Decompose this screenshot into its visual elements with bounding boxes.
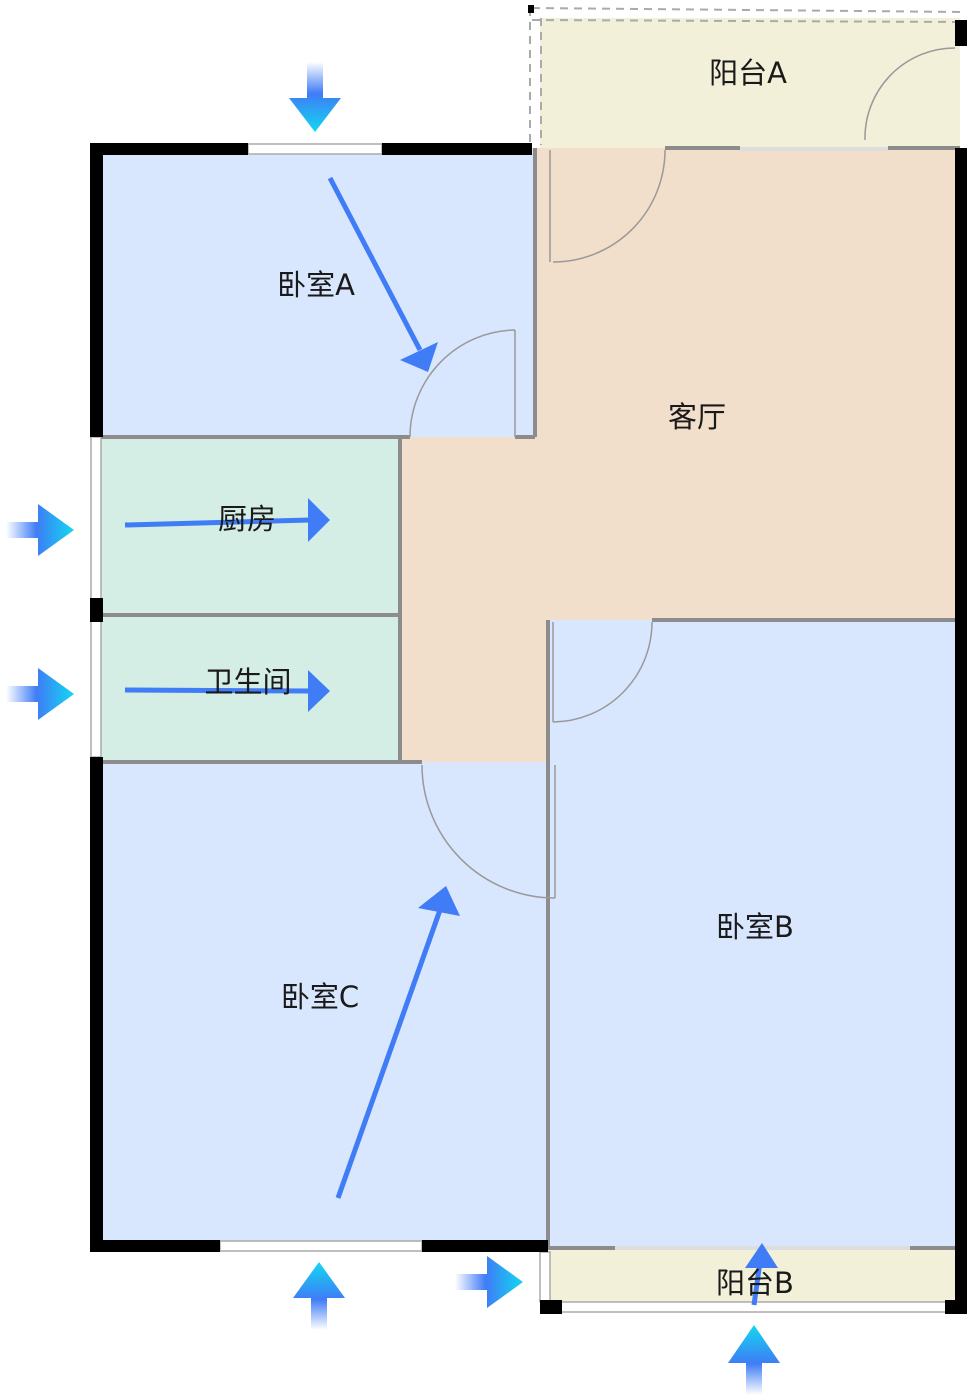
label-living-room: 客厅: [667, 400, 727, 434]
airflow-arrowhead-icon: [308, 670, 330, 712]
label-balcony-b: 阳台B: [716, 1266, 794, 1300]
room-bedroom-c: [97, 762, 548, 1248]
airflow-arrow-icon: [289, 62, 341, 132]
label-bedroom-a: 卧室A: [277, 268, 355, 302]
airflow-line-kitchen: [124, 517, 311, 528]
label-balcony-a: 阳台A: [709, 56, 787, 90]
airflow-arrow-icon: [293, 1262, 345, 1330]
label-kitchen: 厨房: [217, 502, 277, 536]
airflow-line-balcony-b: [751, 1261, 763, 1306]
airflow-arrowhead-icon: [745, 1243, 778, 1268]
room-living: [400, 148, 960, 762]
airflow-arrow-icon: [728, 1325, 780, 1395]
door-swing-icon: [409, 47, 956, 899]
exterior-walls: [90, 5, 967, 1314]
interior-walls: [97, 146, 960, 1250]
airflow-arrow-icon: [455, 1256, 523, 1308]
balcony-a-railing: [529, 7, 966, 145]
airflow-line-bathroom: [124, 687, 311, 694]
room-bedroom-a: [97, 148, 535, 437]
airflow-line-bedroom-a: [327, 176, 423, 352]
label-bedroom-b: 卧室B: [716, 910, 794, 944]
room-balcony-a: [540, 18, 960, 148]
airflow-arrowhead-icon: [400, 342, 438, 372]
airflow-line-bedroom-c: [335, 909, 443, 1199]
airflow-arrow-icon: [6, 504, 74, 556]
label-bathroom: 卫生间: [204, 665, 292, 699]
airflow-arrow-icon: [6, 668, 74, 720]
airflow-paths: [124, 176, 778, 1306]
label-bedroom-c: 卧室C: [280, 980, 360, 1014]
airflow-arrowhead-icon: [418, 886, 460, 916]
room-bedroom-b: [548, 620, 960, 1248]
airflow-arrowhead-icon: [308, 498, 330, 542]
